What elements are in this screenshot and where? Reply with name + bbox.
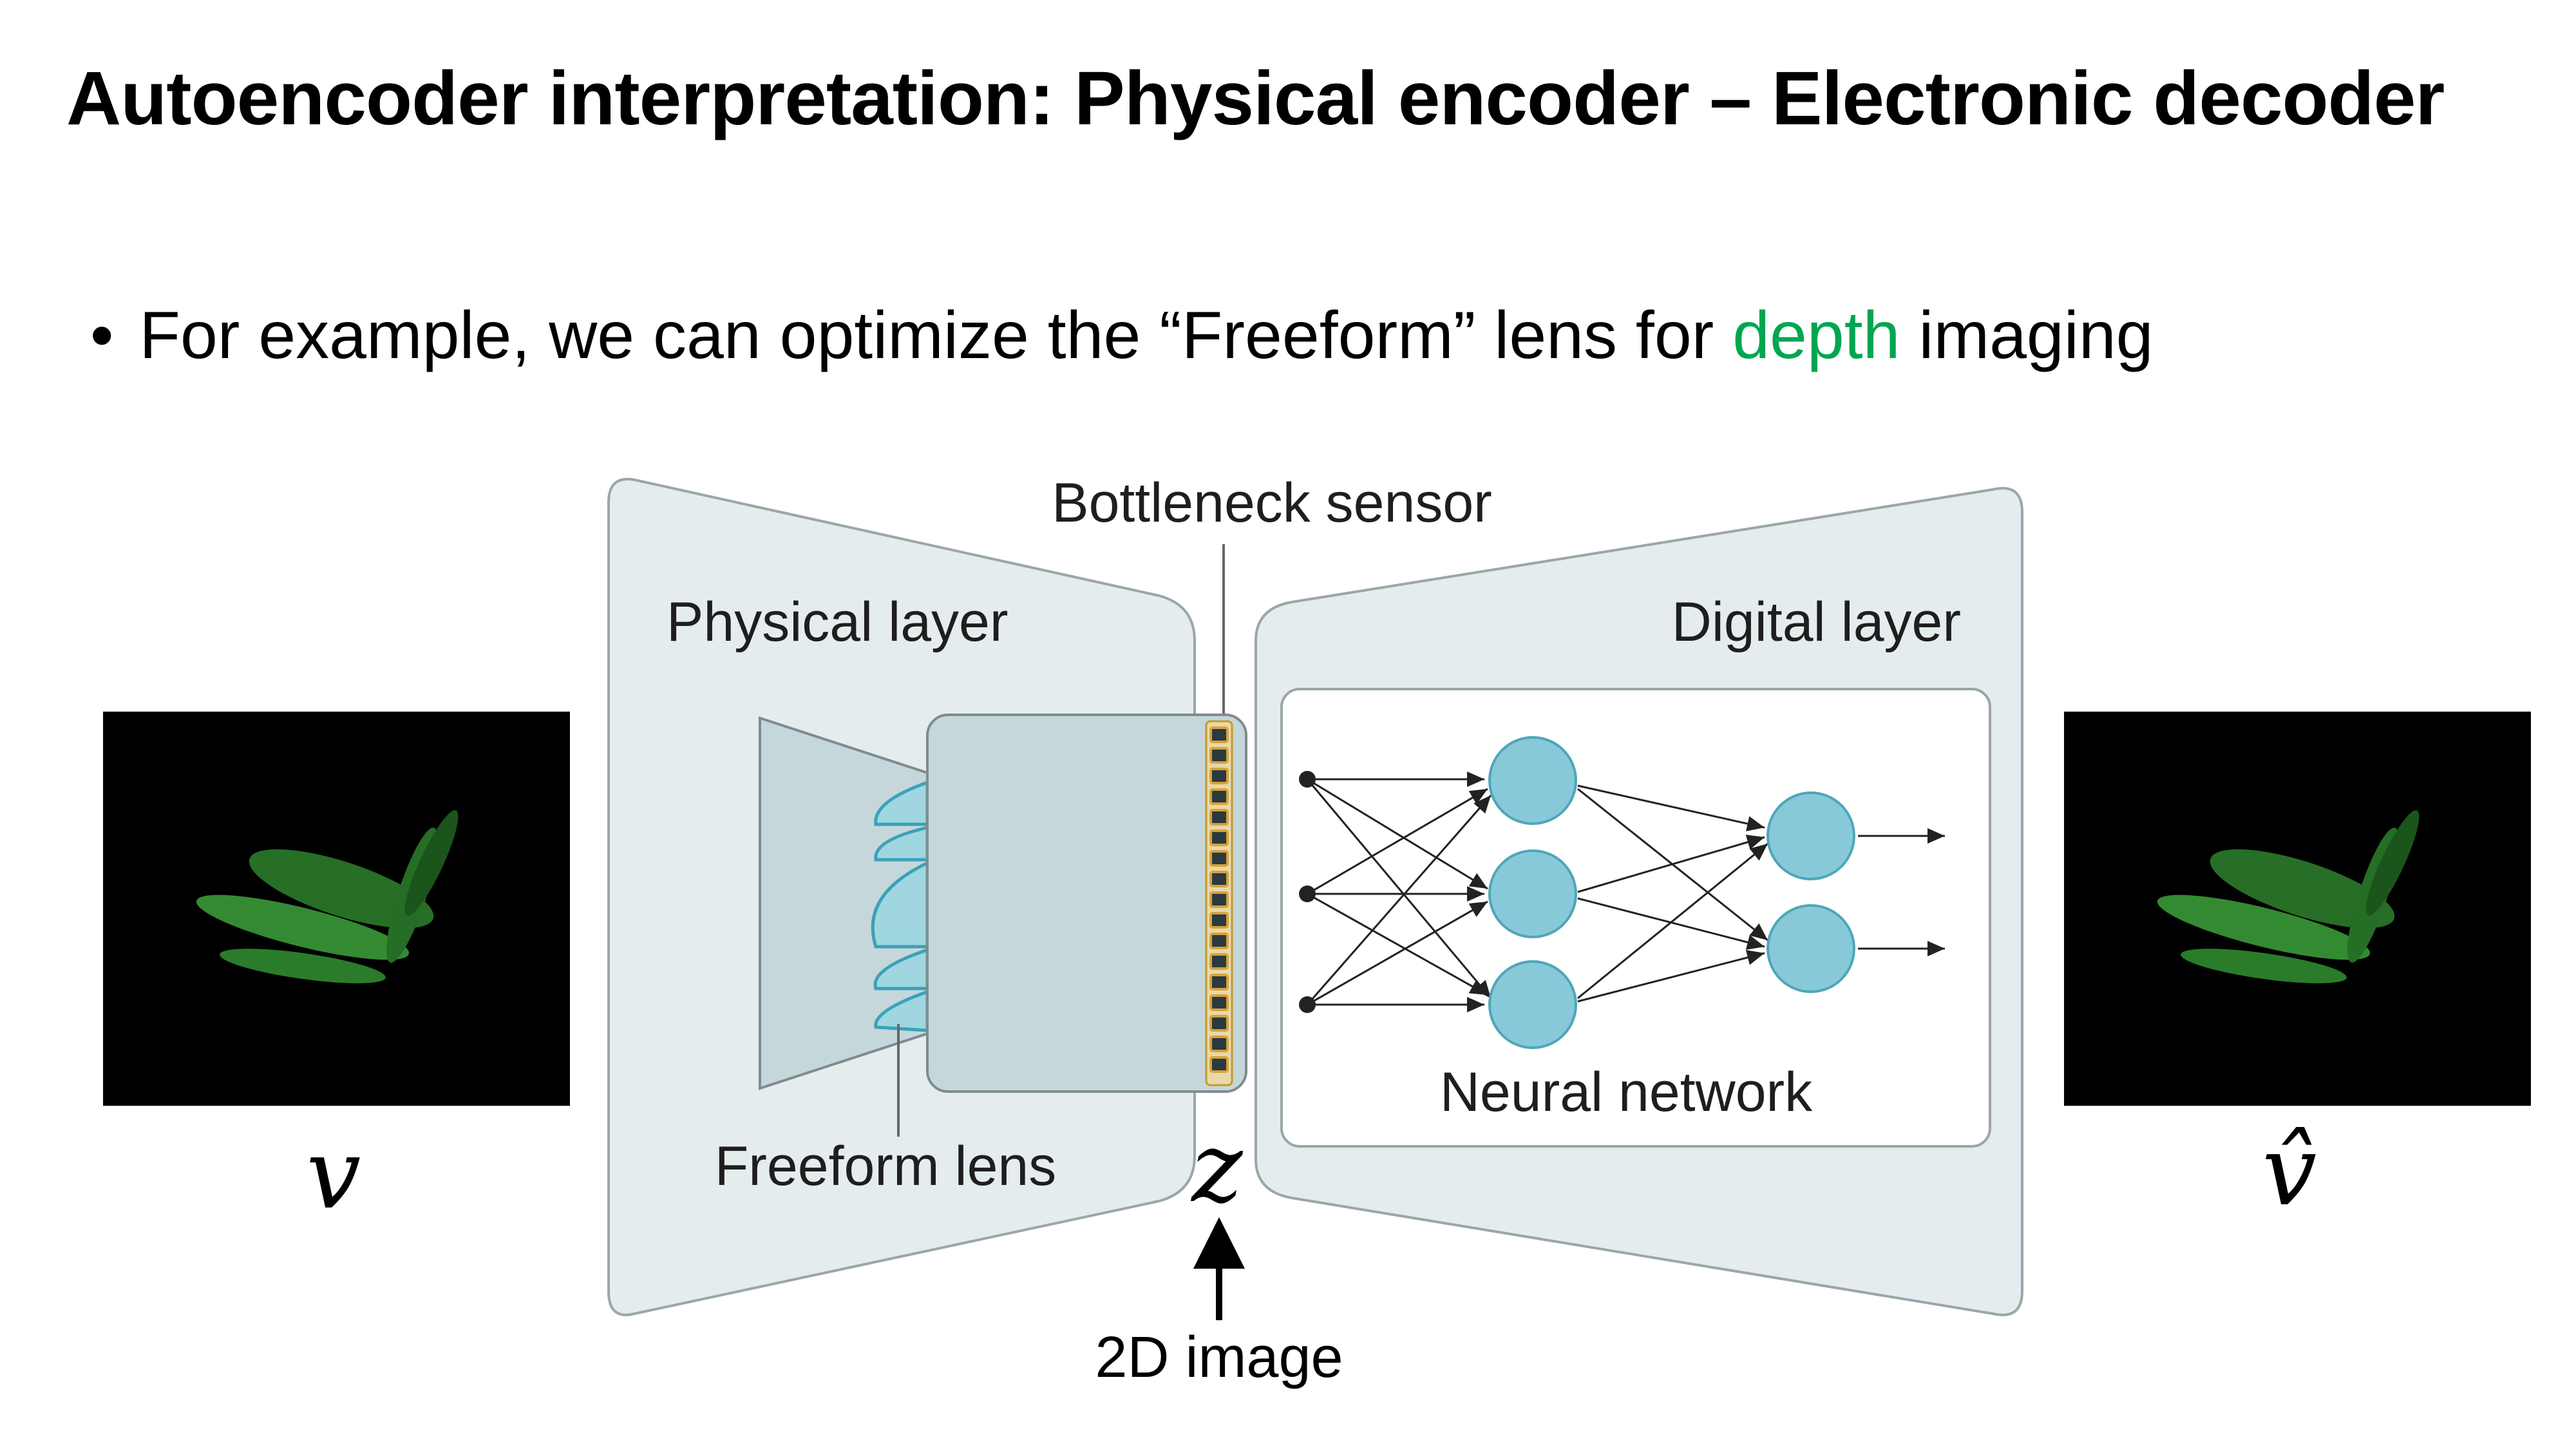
freeform-lens-icon [871, 780, 929, 1032]
camera-body [926, 714, 1247, 1093]
bullet-highlight-depth: depth [1732, 298, 1900, 373]
nn-nodes [1488, 736, 1855, 1049]
bullet-point: • For example, we can optimize the “Freef… [90, 298, 2154, 374]
bullet-text-after: imaging [1900, 298, 2154, 373]
slide-title: Autoencoder interpretation: Physical enc… [66, 56, 2445, 141]
nn-connections [1306, 772, 1945, 1012]
digital-layer-label: Digital layer [1672, 591, 1961, 653]
physical-layer-label: Physical layer [667, 591, 1009, 653]
bottleneck-sensor-label: Bottleneck sensor [1052, 472, 1492, 534]
bullet-icon: • [90, 298, 114, 373]
input-label-v: v [307, 1119, 361, 1231]
input-image [103, 712, 570, 1106]
image-2d-label: 2D image [1095, 1325, 1343, 1390]
output-label-v-hat: v̂ [2262, 1115, 2317, 1227]
sensor-strip [1205, 720, 1233, 1086]
bullet-text-before: For example, we can optimize the “Freefo… [139, 298, 1733, 373]
z-label: z [1190, 1112, 1243, 1224]
freeform-lens-label: Freeform lens [715, 1135, 1057, 1197]
neural-network-label: Neural network [1440, 1061, 1813, 1123]
output-image [2064, 712, 2531, 1106]
nn-input-dots [1299, 771, 1316, 1013]
